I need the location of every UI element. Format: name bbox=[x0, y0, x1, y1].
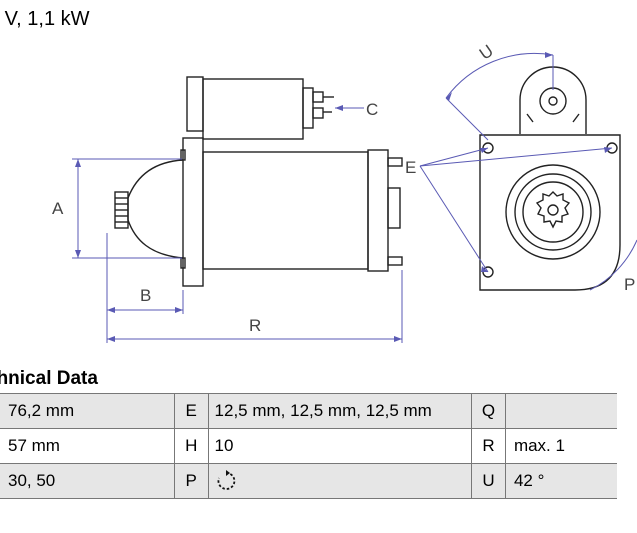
value-cell: 76,2 mm bbox=[0, 393, 175, 429]
table-row: 76,2 mm E 12,5 mm, 12,5 mm, 12,5 mm Q bbox=[0, 393, 617, 429]
dimension-label-b: B bbox=[140, 286, 151, 305]
dimension-label-e: E bbox=[405, 158, 416, 177]
table-row: 30, 50 P U 42 ° bbox=[0, 463, 617, 499]
key-cell: R bbox=[471, 428, 506, 464]
dimension-label-c: C bbox=[366, 100, 378, 119]
clockwise-rotation-icon bbox=[217, 470, 235, 490]
key-cell: Q bbox=[471, 393, 506, 429]
dimension-label-p: P bbox=[624, 275, 635, 294]
value-cell: 30, 50 bbox=[0, 463, 175, 499]
spec-line: 2 V, 1,1 kW bbox=[0, 8, 90, 30]
motor-body bbox=[202, 151, 369, 270]
rotation-arc-u bbox=[445, 52, 554, 99]
value-cell bbox=[208, 463, 472, 499]
value-cell: max. 1 bbox=[505, 428, 617, 464]
value-cell: 12,5 mm, 12,5 mm, 12,5 mm bbox=[208, 393, 472, 429]
key-cell: E bbox=[173, 393, 209, 429]
key-cell: P bbox=[173, 463, 209, 499]
section-title: chnical Data bbox=[0, 368, 98, 389]
technical-data-table: 76,2 mm E 12,5 mm, 12,5 mm, 12,5 mm Q 57… bbox=[0, 393, 617, 499]
motor-end-cap bbox=[367, 149, 389, 272]
mounting-flange bbox=[182, 137, 204, 287]
value-cell bbox=[505, 393, 617, 429]
dimension-label-r: R bbox=[249, 316, 261, 335]
solenoid-body bbox=[202, 78, 304, 140]
starter-motor-drawing: A B R C U E P bbox=[52, 41, 637, 343]
drive-end-housing bbox=[127, 159, 184, 259]
end-flange-plate bbox=[479, 134, 621, 291]
pinion-housing-outer bbox=[505, 164, 601, 260]
key-cell: H bbox=[173, 428, 209, 464]
table-row: 57 mm H 10 R max. 1 bbox=[0, 428, 617, 464]
pinion-teeth bbox=[535, 191, 571, 229]
value-cell: 42 ° bbox=[505, 463, 617, 499]
dimension-label-u: U bbox=[476, 41, 497, 64]
key-cell: U bbox=[471, 463, 506, 499]
solenoid-end-cap bbox=[186, 76, 204, 132]
dimension-label-a: A bbox=[52, 199, 64, 218]
value-cell: 57 mm bbox=[0, 428, 175, 464]
value-cell: 10 bbox=[208, 428, 472, 464]
